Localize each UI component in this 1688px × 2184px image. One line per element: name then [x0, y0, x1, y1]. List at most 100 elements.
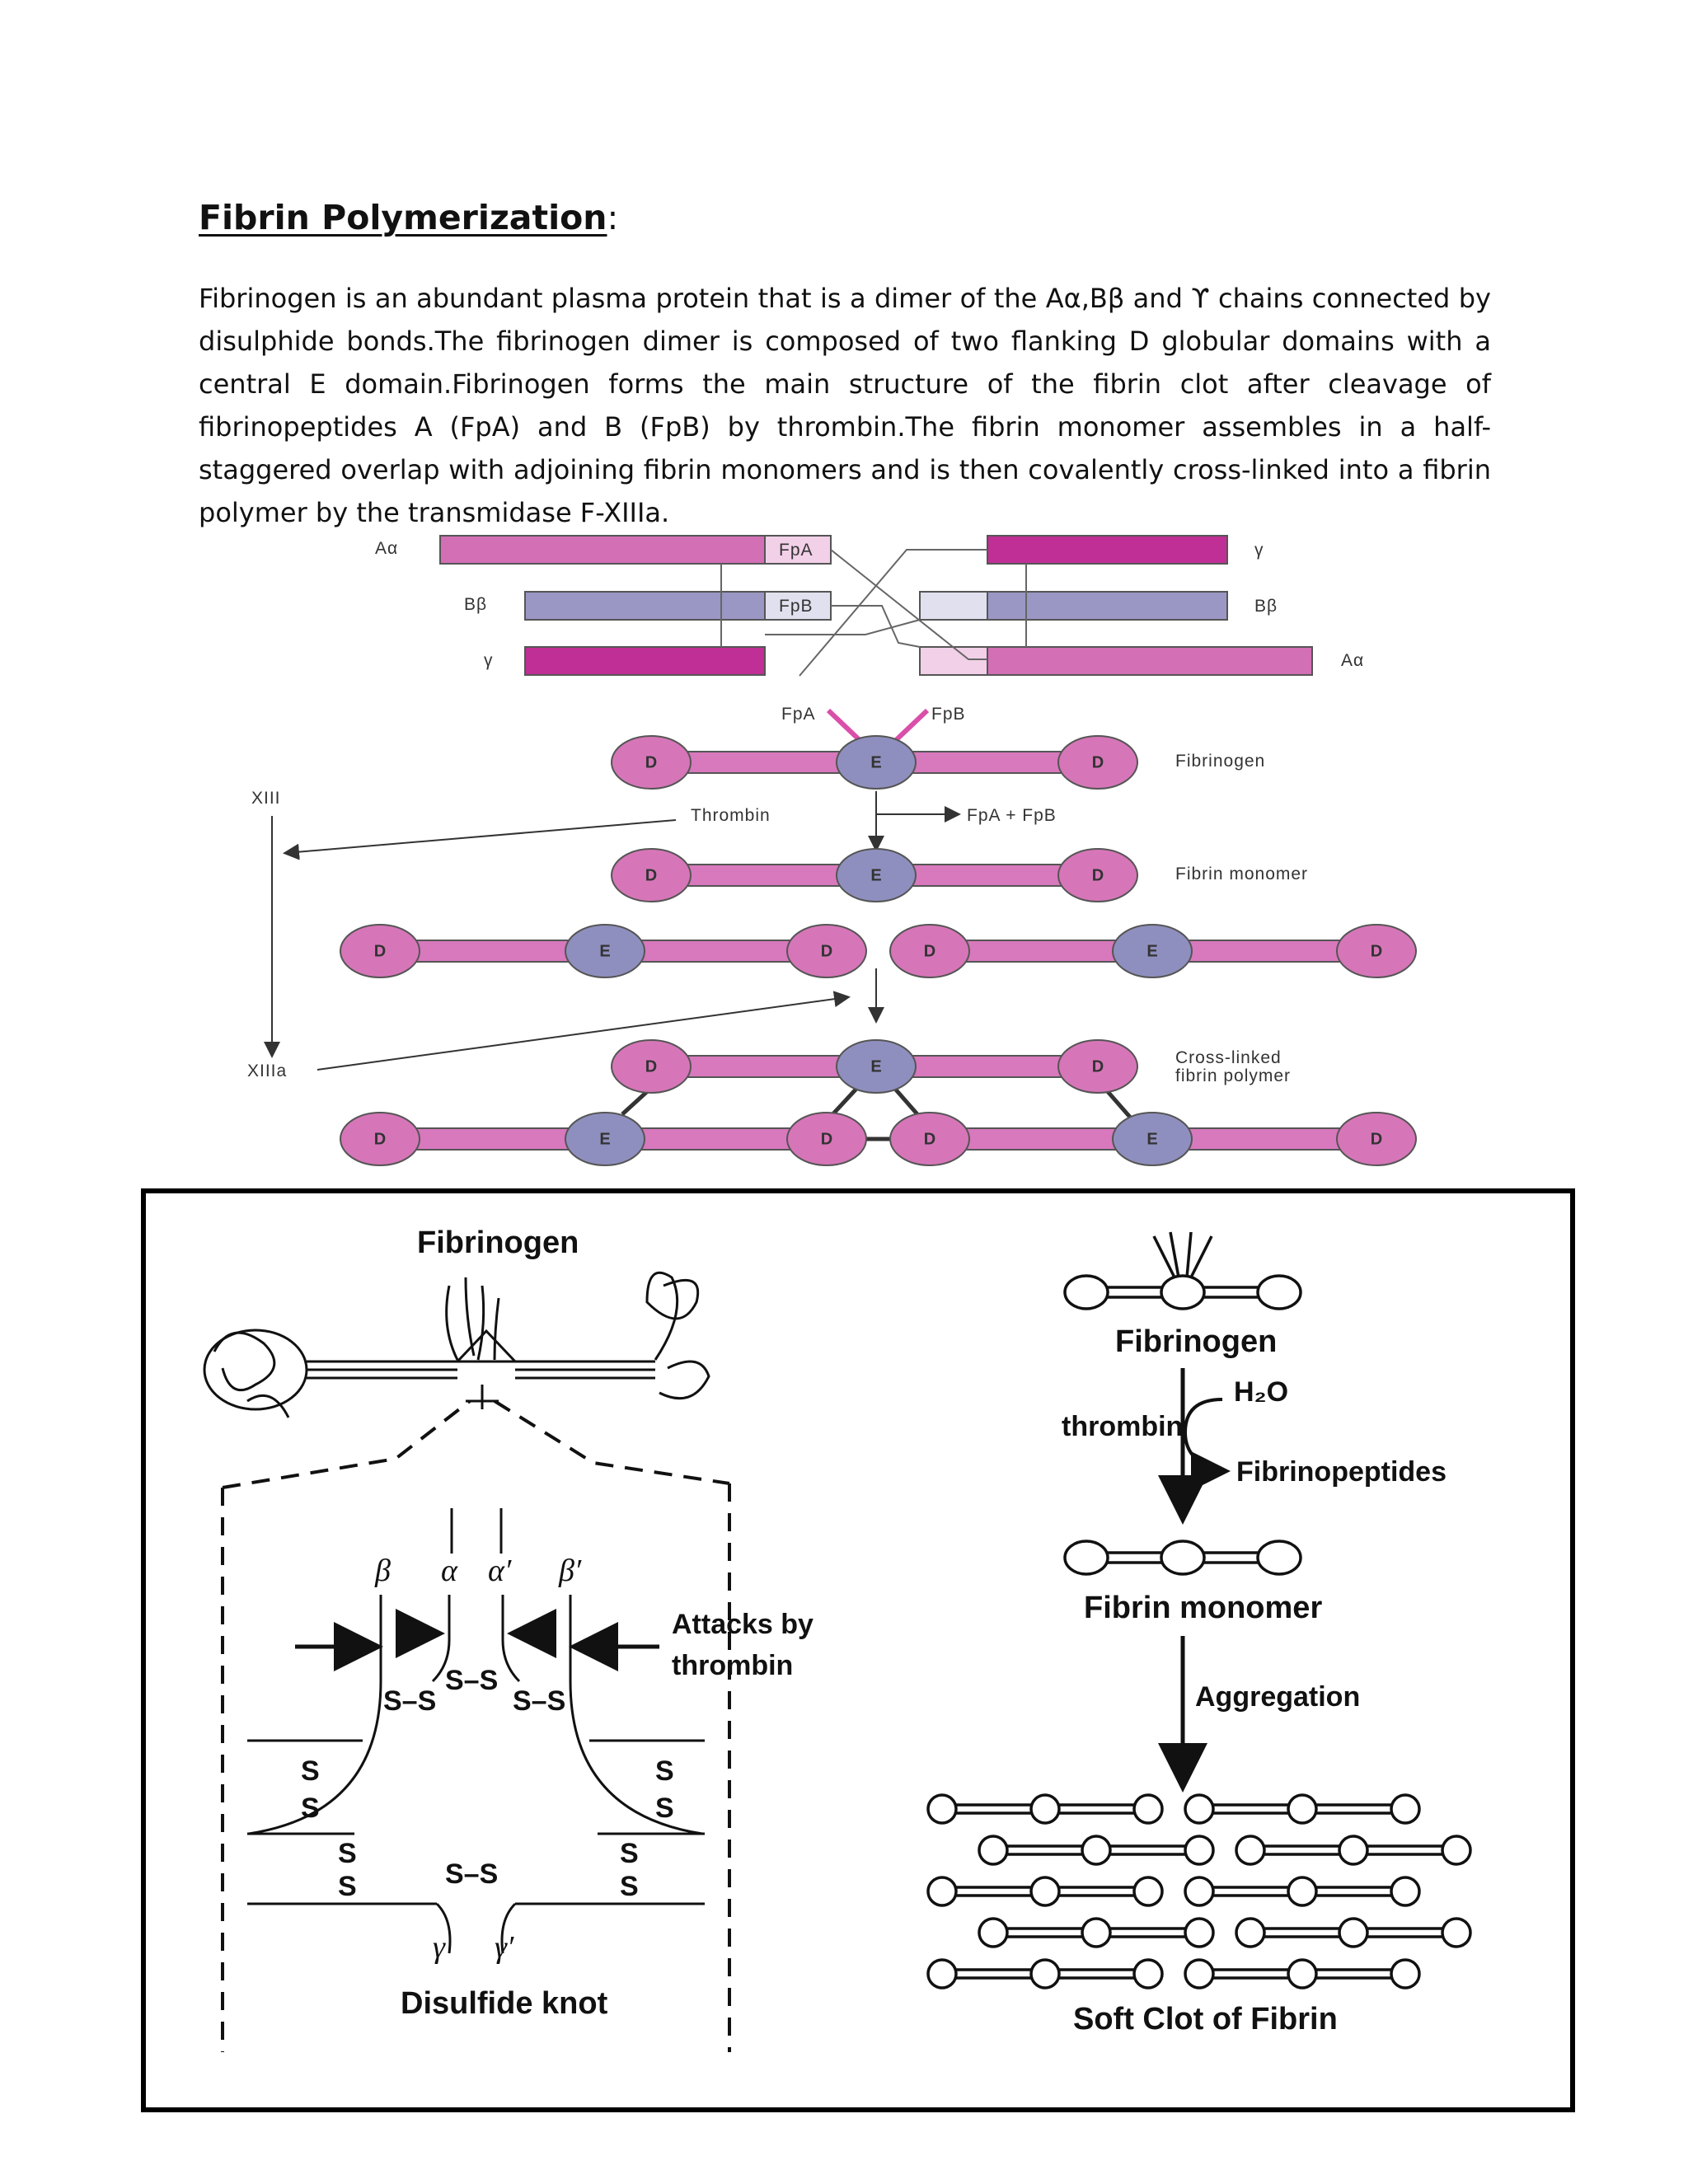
xiiia-label: XIIIa — [247, 1062, 287, 1080]
domain-d-label: D — [645, 1057, 657, 1076]
title-text: Fibrin Polymerization — [199, 198, 607, 237]
figure-frame — [141, 1188, 1575, 2112]
s-letter-4: S — [338, 1871, 357, 1902]
fpa-label: FpA — [781, 705, 816, 724]
alpha-label: α — [441, 1554, 458, 1588]
beta-prime-label: β′ — [558, 1554, 582, 1588]
clot-node — [1390, 1793, 1421, 1825]
fpa-box-label: FpA — [779, 541, 814, 560]
attacks-label-2: thrombin — [672, 1650, 793, 1681]
fibrinopeptides-label: Fibrinopeptides — [1236, 1456, 1447, 1488]
clot-node — [1184, 1917, 1215, 1948]
gamma-chain-left — [524, 646, 766, 676]
left-fibrinogen-title: Fibrinogen — [417, 1226, 579, 1260]
clot-node — [1132, 1958, 1164, 1990]
clot-node — [1390, 1876, 1421, 1907]
label-a-alpha-right: Aα — [1341, 651, 1364, 670]
fibrinogen-label: Fibrinogen — [1175, 752, 1265, 771]
clot-node — [1287, 1876, 1318, 1907]
gamma-prime-label: γ′ — [495, 1930, 514, 1965]
ss-bond-left: S–S — [383, 1685, 436, 1717]
crosslinked-label-2: fibrin polymer — [1175, 1066, 1291, 1085]
s-letter-3: S — [338, 1838, 357, 1869]
beta-label: β — [374, 1554, 391, 1588]
clot-node — [1235, 1835, 1266, 1866]
soft-clot-lattice — [926, 1793, 1472, 1990]
clot-node — [926, 1958, 958, 1990]
h2o-label: H₂O — [1234, 1376, 1288, 1408]
fpa-box-right — [919, 646, 988, 676]
clot-node — [1184, 1958, 1215, 1990]
clot-node — [1390, 1958, 1421, 1990]
fibrin-monomer-label: Fibrin monomer — [1175, 865, 1308, 883]
clot-node — [1235, 1917, 1266, 1948]
soft-clot-panel: Fibrinogen H₂O thrombin Fibrinopeptides … — [926, 1231, 1472, 2036]
intro-text: Fibrinogen is an abundant plasma protein… — [199, 283, 1491, 528]
fpa-fpb-label: FpA + FpB — [967, 806, 1057, 825]
domain-e-label: E — [870, 753, 881, 771]
domain-e-label: E — [1146, 1130, 1157, 1148]
fibrin-monomer-right-label: Fibrin monomer — [1084, 1591, 1322, 1625]
domain-d-label: D — [645, 753, 657, 771]
clot-node — [1441, 1917, 1472, 1948]
s-letter-2: S — [301, 1793, 320, 1824]
clot-node — [1287, 1958, 1318, 1990]
clot-node — [1132, 1793, 1164, 1825]
title-colon: : — [607, 198, 619, 237]
domain-d-label: D — [924, 942, 935, 960]
fpa-box — [764, 535, 832, 565]
fpb-label: FpB — [931, 705, 966, 724]
domain-d-label: D — [374, 942, 386, 960]
xiii-label: XIII — [251, 789, 281, 808]
b-beta-chain-left — [524, 591, 766, 621]
label-a-alpha-left: Aα — [375, 539, 398, 558]
clot-node — [1029, 1793, 1061, 1825]
clot-node — [1132, 1876, 1164, 1907]
domain-d-label: D — [1092, 866, 1104, 884]
fibrinogen-molecule: FpA FpB D E D Fibrinogen — [611, 705, 1265, 790]
disulfide-knot-label: Disulfide knot — [401, 1986, 608, 2021]
clot-node — [978, 1835, 1009, 1866]
b-beta-chain-right — [987, 591, 1228, 621]
fibrin-monomer-dumbbell — [1063, 1540, 1302, 1576]
crosslinked-label-1: Cross-linked — [1175, 1048, 1282, 1067]
domain-d-label: D — [821, 1130, 832, 1148]
staggered-monomers: D E D D E D — [340, 924, 1417, 978]
clot-node — [1441, 1835, 1472, 1866]
page-title: Fibrin Polymerization: — [199, 198, 618, 237]
clot-node — [1338, 1835, 1369, 1866]
a-alpha-chain-left — [439, 535, 766, 565]
domain-d-label: D — [1092, 1057, 1104, 1076]
clot-node — [1081, 1917, 1112, 1948]
aggregation-label: Aggregation — [1195, 1681, 1360, 1713]
ss-bond-right: S–S — [513, 1685, 565, 1717]
thrombin-label: Thrombin — [691, 806, 771, 825]
crosslinked-polymer: D E D Cross-linked fibrin polymer D E D … — [340, 1039, 1417, 1166]
domain-e-label: E — [1146, 942, 1157, 960]
ss-bond-center: S–S — [445, 1665, 498, 1696]
clot-node — [1287, 1793, 1318, 1825]
domain-e-label: E — [599, 1130, 610, 1148]
a-alpha-chain-right — [987, 646, 1313, 676]
domain-d-label: D — [821, 942, 832, 960]
clot-node — [978, 1917, 1009, 1948]
domain-e-label: E — [870, 866, 881, 884]
fpb-box-right — [919, 591, 988, 621]
thrombin-right-label: thrombin — [1062, 1411, 1183, 1442]
clot-node — [1184, 1835, 1215, 1866]
clot-node — [1338, 1917, 1369, 1948]
clot-node — [1081, 1835, 1112, 1866]
s-letter-7: S — [620, 1838, 639, 1869]
clot-node — [1029, 1958, 1061, 1990]
clot-node — [926, 1793, 958, 1825]
s-letter-1: S — [301, 1755, 320, 1787]
fibrin-monomer-molecule: D E D Fibrin monomer — [611, 848, 1308, 902]
s-letter-8: S — [620, 1871, 639, 1902]
domain-d-label: D — [645, 866, 657, 884]
gamma-label: γ — [433, 1930, 446, 1965]
s-letter-5: S — [655, 1755, 674, 1787]
fpb-box-label: FpB — [779, 597, 814, 616]
disulfide-connectors — [720, 549, 1027, 677]
label-b-beta-right: Bβ — [1254, 597, 1278, 616]
domain-e-label: E — [599, 942, 610, 960]
